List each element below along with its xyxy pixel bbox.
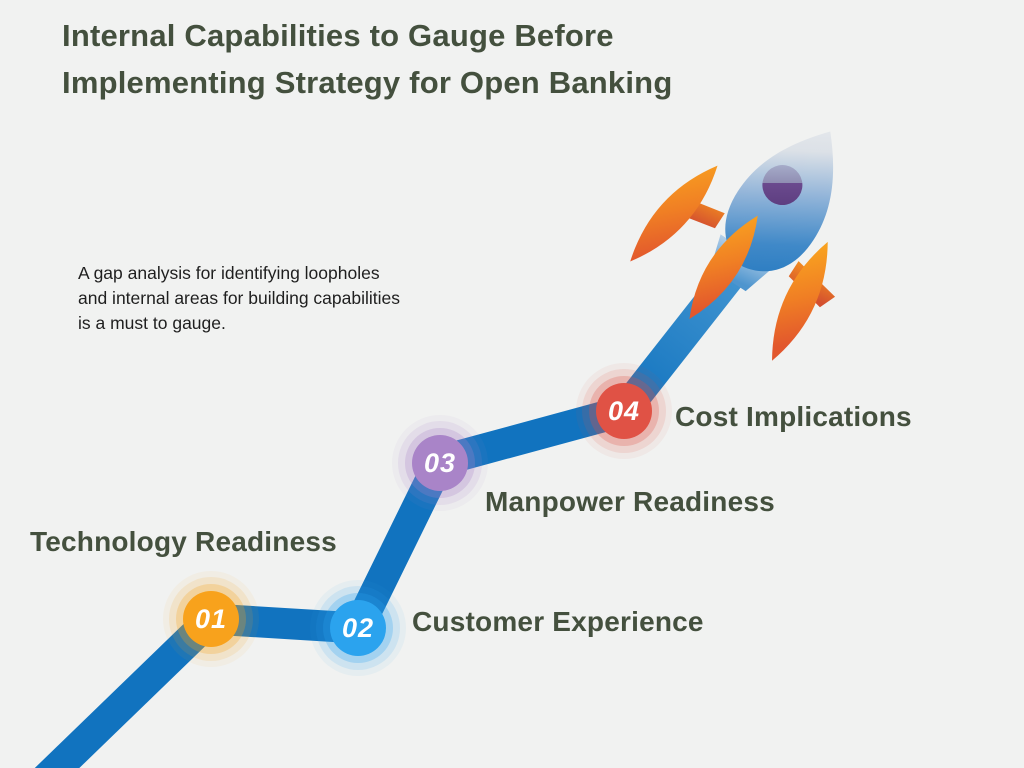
step-label-customer-experience: Customer Experience <box>412 606 704 637</box>
step-circle-01: 01 <box>183 591 239 647</box>
rocket-icon <box>630 131 836 361</box>
step-circle-02: 02 <box>330 600 386 656</box>
step-label-technology-readiness: Technology Readiness <box>30 526 337 557</box>
step-number-04: 04 <box>607 395 641 426</box>
step-number-03: 03 <box>423 447 457 478</box>
growth-path <box>34 396 629 768</box>
step-circle-03: 03 <box>412 435 468 491</box>
step-number-02: 02 <box>341 612 375 643</box>
step-number-01: 01 <box>194 603 228 634</box>
page-title: Internal Capabilities to Gauge Before Im… <box>62 12 672 106</box>
step-label-cost-implications: Cost Implications <box>675 401 912 432</box>
step-label-manpower-readiness: Manpower Readiness <box>485 486 775 517</box>
page-title-line1: Internal Capabilities to Gauge Before <box>62 18 614 53</box>
step-circle-04: 04 <box>596 383 652 439</box>
description-text: A gap analysis for identifying loopholes… <box>78 263 401 333</box>
page-title-line2: Implementing Strategy for Open Banking <box>62 65 673 100</box>
